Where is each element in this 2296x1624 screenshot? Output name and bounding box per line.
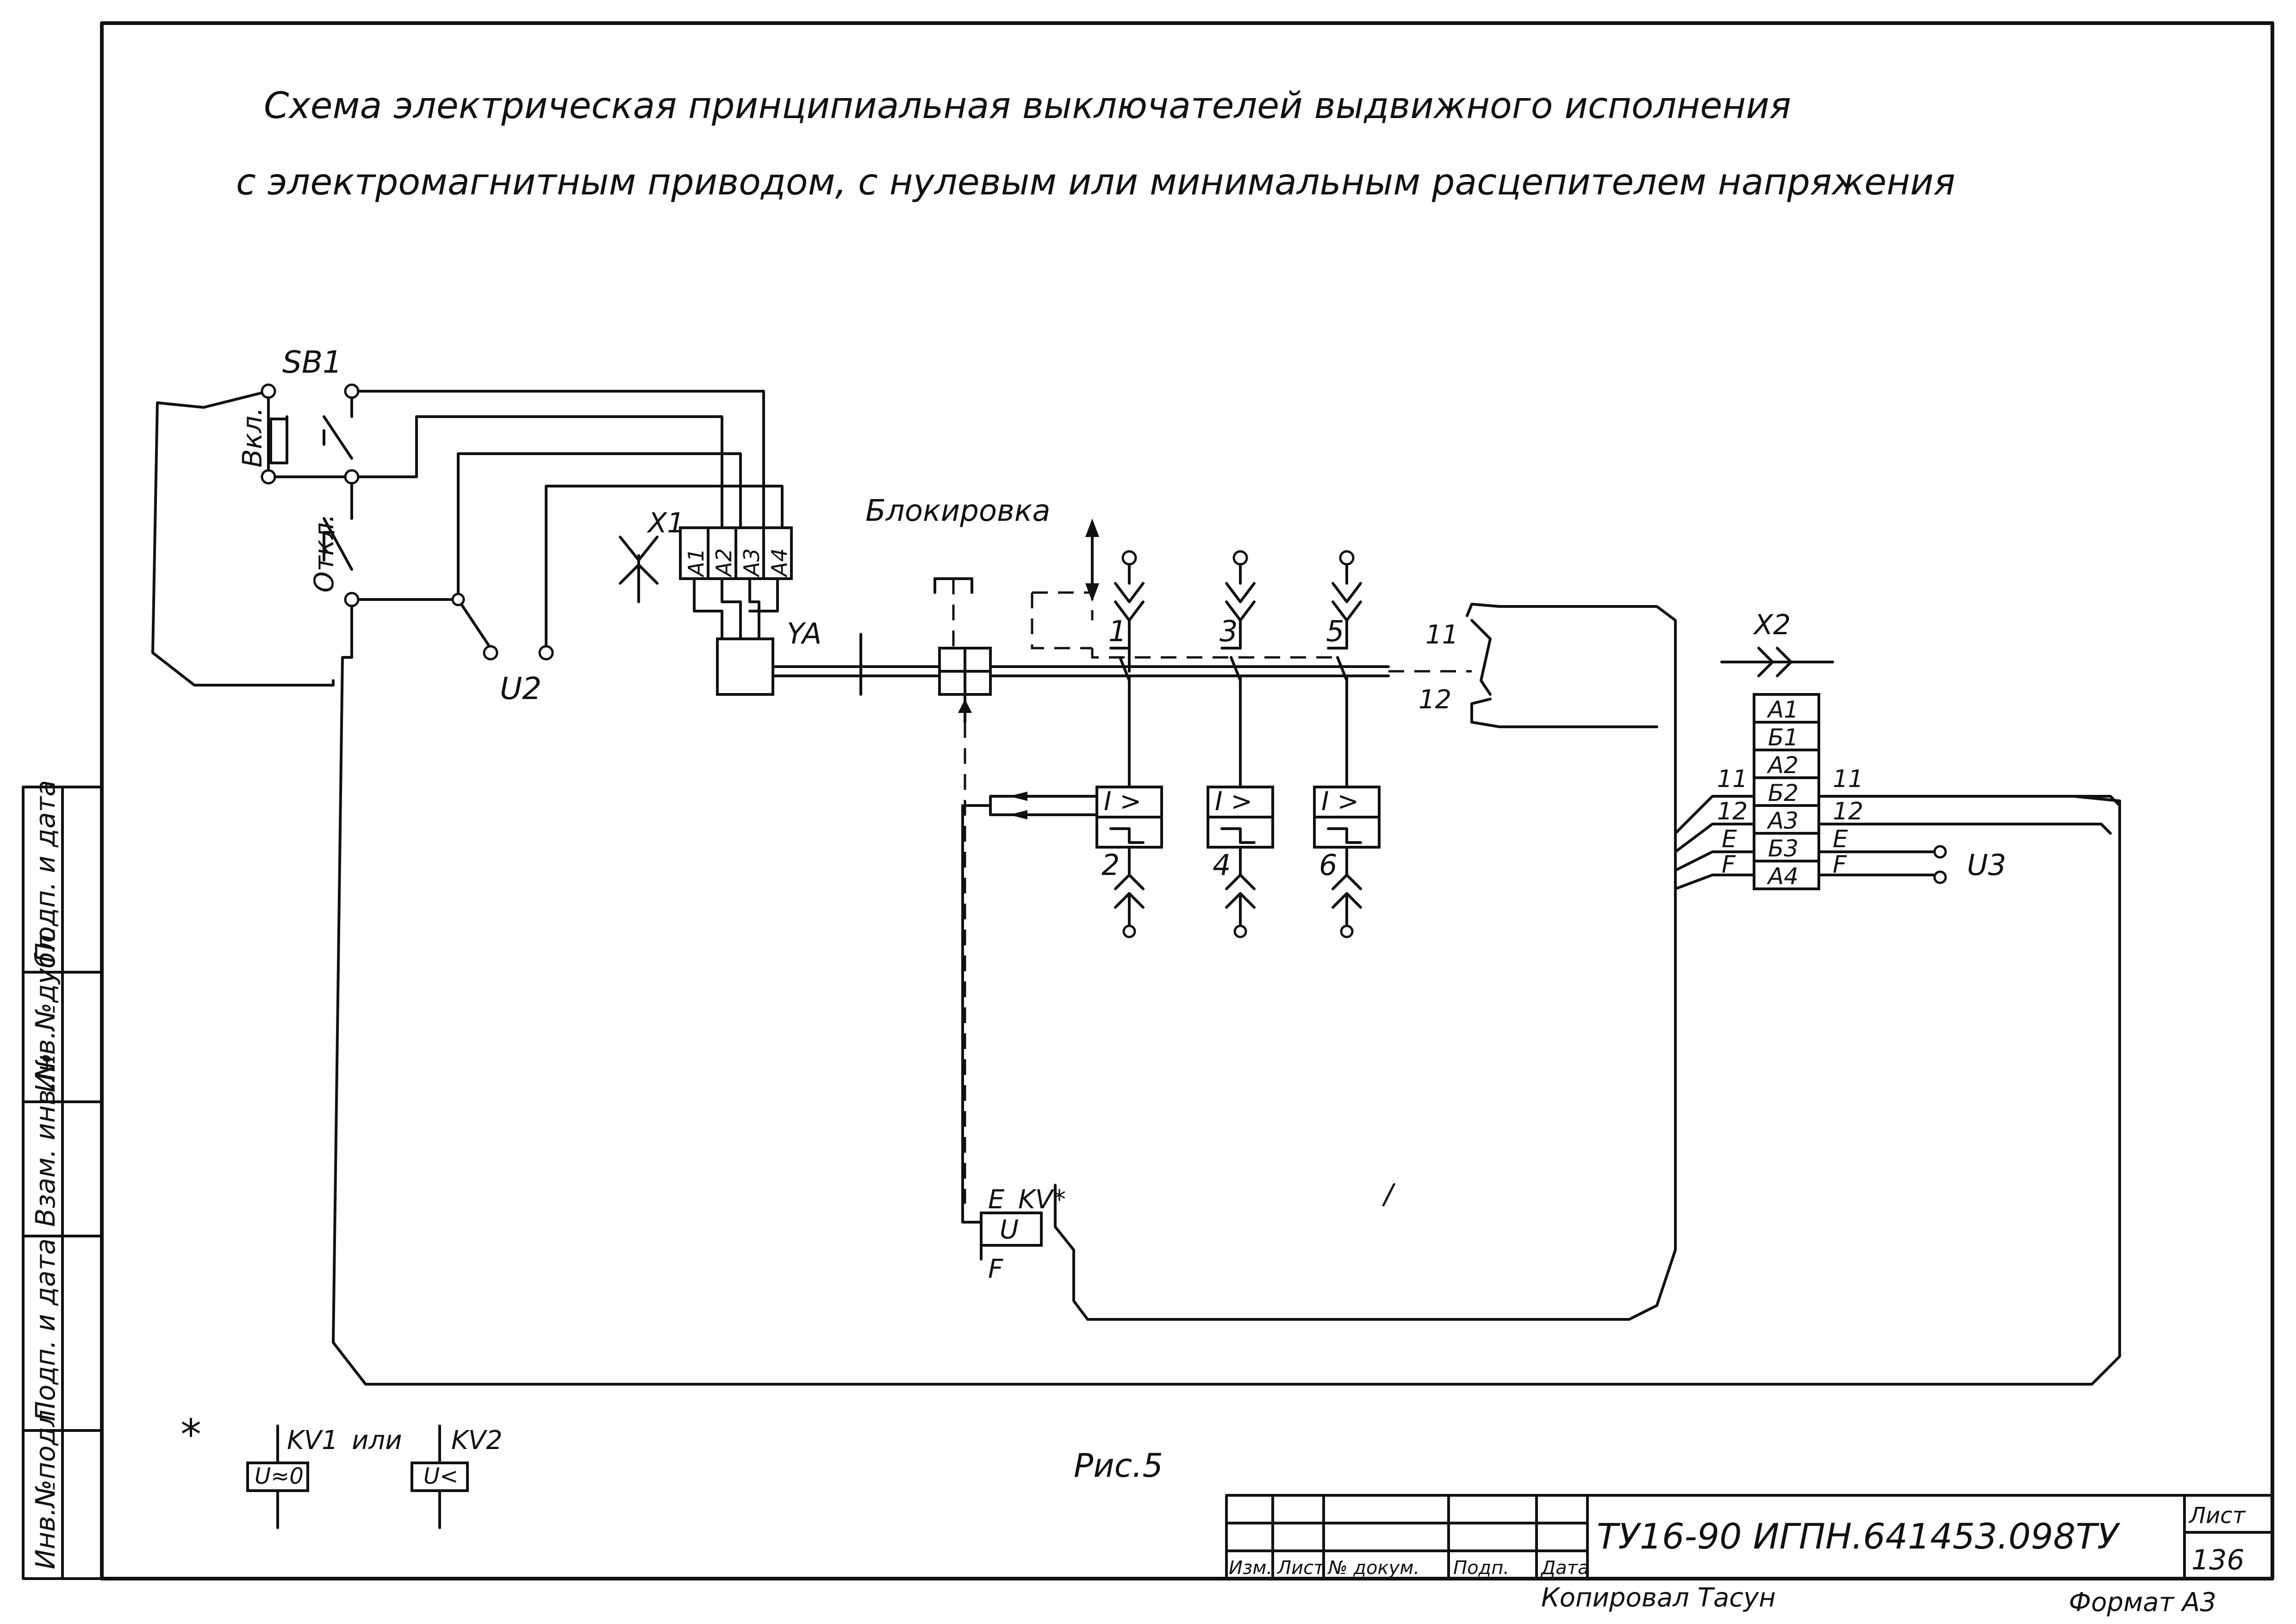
relay-3-label: I > [1321,787,1359,817]
x2-right-e: E [1833,825,1848,853]
tb-doc-number: ТУ16-90 ИГПН.641453.098ТУ [1597,1516,2121,1557]
tb-col-list: Лист [1276,1557,1325,1579]
vkl-label: Вкл. [236,407,268,468]
relay-1-label: I > [1104,787,1141,817]
sb1-wiring: U2 [332,390,2121,1386]
x1-terminal-a4: A4 [767,548,792,578]
kv1-label: KV1 [287,1425,338,1455]
figure-caption: Рис.5 [1074,1447,1163,1485]
kv2-label: KV2 [451,1425,503,1455]
blokirovka-label: Блокировка [865,494,1051,528]
kv-e: E [988,1185,1005,1215]
x1-terminal-a3: A3 [739,548,764,578]
title-block: Изм. Лист № докум. Подп. Дата ТУ16-90 ИГ… [1225,1494,2274,1580]
x2-terminal-4: Б2 [1768,780,1798,806]
tb-col-izm: Изм. [1229,1557,1272,1579]
tb-sheet-label: Лист [2188,1503,2246,1529]
x2-terminal-3: A2 [1767,752,1798,779]
aux-12: 12 [1419,685,1451,715]
interlock-block: Блокировка [865,494,1099,1204]
x2-terminal-5: A3 [1767,807,1798,834]
x2-right-12: 12 [1833,798,1863,825]
x2-terminal-7: A4 [1767,863,1798,890]
stray-mark: / [1381,1178,1396,1211]
stamp-inv-podl: Инв.№подл. [30,1401,61,1569]
kv-f: F [988,1254,1003,1284]
sb1-switch: SB1 Вкл. Откл. [151,344,360,687]
x2-connector: X2 A1 Б1 A2 Б2 A3 Б3 A4 11 12 E F 11 [1674,609,2121,890]
x2-terminal-2: Б1 [1768,724,1798,751]
tb-col-podp: Подп. [1453,1557,1509,1579]
kv-label: KV* [1018,1185,1066,1215]
stamp-inv-dubl: Инв.№дубл. [30,926,61,1093]
sb1-label: SB1 [282,344,342,380]
contact-1: 1 [1108,614,1126,648]
x2-left-e: E [1722,825,1737,853]
ya-coil: YA [716,617,821,696]
x2-left-12: 12 [1717,798,1748,825]
title-line-1: Схема электрическая принципиальная выклю… [264,85,1791,127]
stamp-vzam-inv: Взам. инв.№ [30,1053,61,1227]
x2-left-11: 11 [1717,765,1748,793]
contact-3: 3 [1220,614,1238,648]
contact-4: 4 [1213,848,1231,882]
aux-11: 11 [1425,620,1458,650]
kv2-box: U< [423,1463,458,1489]
ili-label: или [352,1425,402,1455]
aux-contact: 11 12 [1054,603,1677,1321]
x2-right-11: 11 [1833,765,1863,793]
contact-5: 5 [1326,614,1344,648]
kv-relay: E U KV* F / [961,804,1396,1284]
side-stamp: Инв.№подл. Подп. и дата Взам. инв.№ Инв.… [22,780,103,1580]
tb-col-dokum: № докум. [1327,1557,1419,1579]
relay-2: I > [1207,786,1274,849]
format-label: Формат A3 [2069,1587,2216,1618]
footnote: * KV1 U≈0 или KV2 U< [180,1411,503,1529]
relay-2-label: I > [1215,787,1252,817]
title-line-2: с электромагнитным приводом, с нулевым и… [236,162,1955,203]
tb-sheet-number: 136 [2191,1544,2245,1576]
footnote-star: * [180,1411,201,1459]
tb-col-data: Дата [1540,1557,1589,1579]
u3-label: U3 [1967,848,2006,882]
stamp-podp-data-1: Подп. и дата [30,1238,61,1421]
relay-3: I > [1313,786,1381,849]
x2-left-f: F [1722,851,1736,879]
contact-6: 6 [1319,848,1337,882]
kv-u: U [1000,1215,1019,1245]
drawing-frame [100,21,2274,1580]
u2-label: U2 [500,671,541,706]
x1-connector: X1 A1 A2 A3 A4 [619,507,793,640]
otkl-label: Откл. [308,514,340,593]
x2-terminal-1: A1 [1767,696,1798,723]
x2-label: X2 [1753,609,1791,641]
x2-terminal-6: Б3 [1768,835,1798,862]
ya-label: YA [787,617,821,650]
x1-label: X1 [647,507,684,539]
x1-terminal-a2: A2 [711,548,736,578]
x2-right-f: F [1833,851,1847,879]
kv1-box: U≈0 [255,1463,304,1489]
relay-1: I > [1095,786,1163,849]
main-contacts: 1 3 5 I > I > [964,550,1381,938]
stamp-podp-data-2: Подп. и дата [30,780,61,963]
contact-2: 2 [1101,848,1120,882]
copied-by: Копировал Тасун [1541,1583,1776,1613]
mechanical-shaft [772,633,1472,696]
x1-terminal-a1: A1 [684,548,709,578]
